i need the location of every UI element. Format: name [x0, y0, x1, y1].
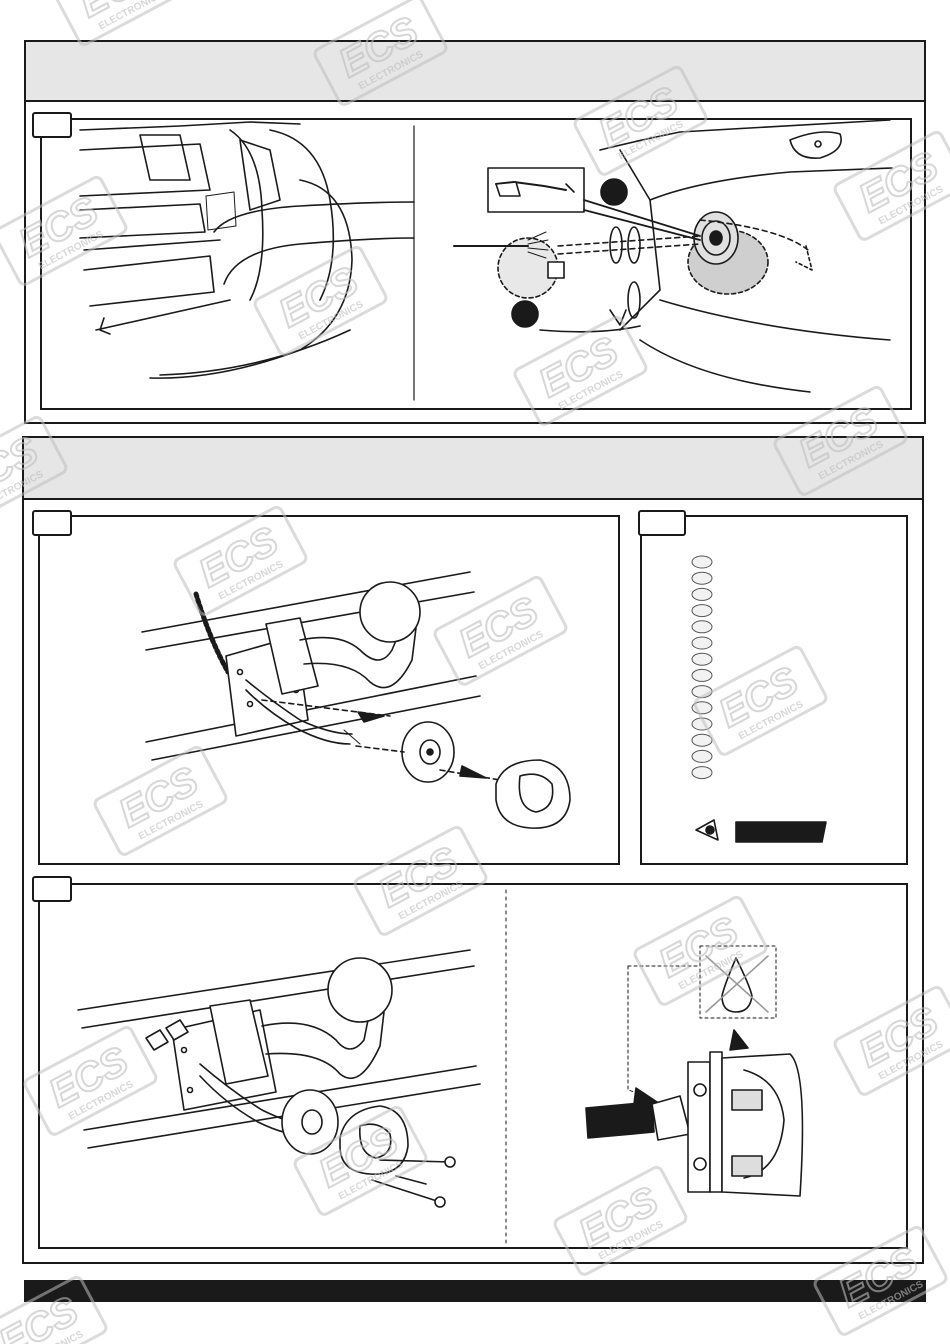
pin-slot [691, 733, 713, 747]
pin-slot [691, 652, 713, 666]
footer-bar [24, 1280, 926, 1302]
pin-slot [691, 555, 713, 569]
pin-slot [691, 717, 713, 731]
trunk-illustration [79, 121, 415, 401]
step-tab-1 [32, 112, 72, 138]
step-marker-a [600, 178, 628, 206]
towbar-mounted-illustration [77, 889, 507, 1245]
pins-list [691, 555, 713, 780]
pin-slot [691, 668, 713, 682]
pin-slot [691, 701, 713, 715]
pin-slot [691, 620, 713, 634]
eye-indicator [695, 819, 827, 843]
pin-slot [691, 587, 713, 601]
pins-tab [638, 510, 686, 536]
pin-slot [691, 571, 713, 585]
pin-slot [691, 749, 713, 763]
step-tab-3 [32, 876, 72, 902]
socket-section-illustration [585, 945, 804, 1197]
pin-slot [691, 604, 713, 618]
pin-slot [691, 685, 713, 699]
step-marker-b [511, 300, 539, 328]
check-box [547, 261, 565, 279]
pin-slot [691, 766, 713, 780]
towbar-socket-illustration [141, 571, 571, 829]
pin-slot [691, 636, 713, 650]
bumper-illustration [453, 119, 893, 393]
